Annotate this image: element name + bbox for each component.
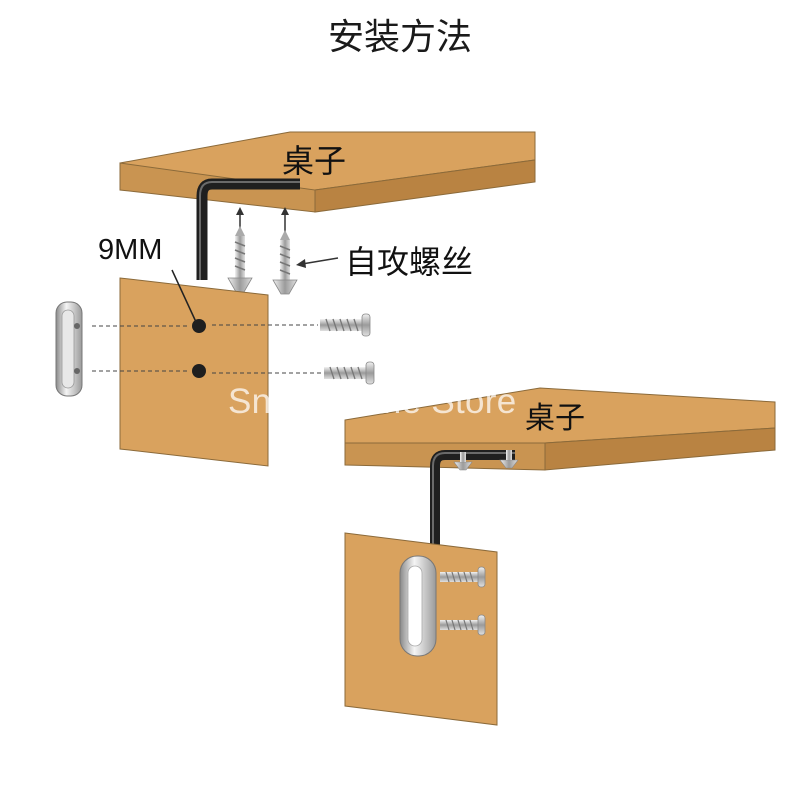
- pointer-arrow: [296, 257, 339, 268]
- exploded-assembly: [55, 131, 536, 467]
- nut-plate: [55, 301, 83, 397]
- l-bracket: [430, 450, 515, 545]
- page-title: 安装方法: [327, 17, 472, 58]
- machine-screw: [440, 614, 486, 636]
- self-tapping-screw: [227, 226, 253, 293]
- self-tapping-screw-label: 自攻螺丝: [345, 243, 474, 281]
- l-bracket: [196, 178, 300, 280]
- table-top-board: [344, 387, 776, 471]
- self-tapping-screw: [272, 230, 298, 295]
- store-watermark: Snow Home Store: [228, 382, 517, 421]
- table-label: 桌子: [282, 142, 347, 180]
- screw-head: [499, 450, 519, 469]
- drill-hole: [192, 364, 206, 378]
- hole-size-label: 9MM: [98, 234, 163, 266]
- assembled-view: [344, 387, 776, 726]
- guide-lines: [92, 324, 322, 374]
- leg-panel: [119, 277, 269, 467]
- table-label: 桌子: [525, 401, 585, 436]
- machine-screw: [324, 361, 375, 385]
- drill-hole: [192, 319, 206, 333]
- hole-pointer-line: [171, 269, 197, 323]
- screw-head: [453, 452, 473, 471]
- machine-screw: [440, 566, 486, 588]
- machine-screw: [320, 313, 371, 337]
- nut-plate: [399, 555, 437, 657]
